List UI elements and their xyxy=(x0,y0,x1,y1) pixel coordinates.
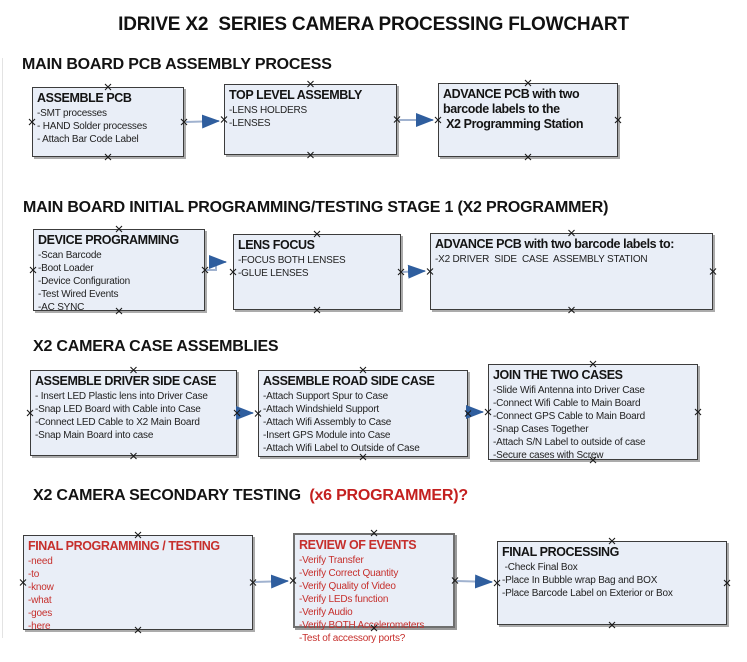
box-lines: -need -to -know -what -goes -here xyxy=(28,555,248,633)
box-line: -Verify Transfer xyxy=(299,555,364,566)
box-line: -to xyxy=(28,569,40,580)
section-heading-pcb-assembly: MAIN BOARD PCB ASSEMBLY PROCESS xyxy=(22,56,332,73)
box-title: JOIN THE TWO CASES xyxy=(493,368,623,382)
box-line: - Insert LED Plastic lens into Driver Ca… xyxy=(35,391,208,402)
page-title: IDRIVE X2 SERIES CAMERA PROCESSING FLOWC… xyxy=(118,14,629,35)
box-line: -Attach Windshield Support xyxy=(263,404,379,415)
flow-box-device-programming: DEVICE PROGRAMMING -Scan Barcode -Boot Lo… xyxy=(33,229,205,314)
section-heading-initial-programming: MAIN BOARD INITIAL PROGRAMMING/TESTING S… xyxy=(23,199,609,216)
box-title: ASSEMBLE DRIVER SIDE CASE xyxy=(35,374,217,388)
box-line: -need xyxy=(28,556,53,567)
box-line: -Place In Bubble wrap Bag and BOX xyxy=(502,575,658,586)
box-line: -Slide Wifi Antenna into Driver Case xyxy=(493,385,645,396)
box-line: -Attach Wifi Label to Outside of Case xyxy=(263,443,420,454)
flow-box-assemble-pcb: ASSEMBLE PCB -SMT processes - HAND Solder… xyxy=(32,87,184,157)
flow-arrow xyxy=(254,574,289,589)
box-line: - Attach Bar Code Label xyxy=(37,134,139,145)
box-title: DEVICE PROGRAMMING xyxy=(38,233,179,247)
box-line: -know xyxy=(28,582,54,593)
box-line: -goes xyxy=(28,608,53,619)
box-line: -Verify Quality of Video xyxy=(299,581,396,592)
box-lines: -Check Final Box -Place In Bubble wrap Ba… xyxy=(502,561,722,600)
box-line: - HAND Solder processes xyxy=(37,121,147,132)
box-title: FINAL PROCESSING xyxy=(502,545,619,559)
box-line: -LENSES xyxy=(229,118,271,129)
box-title: ADVANCE PCB with two barcode labels to: xyxy=(435,237,675,251)
heading-black-part: X2 CAMERA SECONDARY TESTING xyxy=(33,487,301,504)
flow-box-lens-focus: LENS FOCUS -FOCUS BOTH LENSES -GLUE LENSE… xyxy=(233,234,401,310)
flow-arrow xyxy=(456,574,493,589)
box-title: ASSEMBLE ROAD SIDE CASE xyxy=(263,374,435,388)
box-lines: -Scan Barcode -Boot Loader -Device Configu… xyxy=(38,249,200,314)
box-line: -Boot Loader xyxy=(38,263,94,274)
heading-red-part: (x6 PROGRAMMER)? xyxy=(300,487,468,504)
box-lines: - Insert LED Plastic lens into Driver Ca… xyxy=(35,390,232,442)
box-line: -Snap Main Board into case xyxy=(35,430,154,441)
box-line: -here xyxy=(28,621,51,632)
box-lines: -FOCUS BOTH LENSES -GLUE LENSES xyxy=(238,254,396,280)
box-line: -GLUE LENSES xyxy=(238,268,309,279)
box-line: -Attach S/N Label to outside of case xyxy=(493,437,646,448)
box-line: -AC SYNC xyxy=(38,302,85,313)
box-lines: -X2 DRIVER SIDE CASE ASSEMBLY STATION xyxy=(435,253,708,266)
box-line: -Connect LED Cable to X2 Main Board xyxy=(35,417,200,428)
box-lines: -Verify Transfer -Verify Correct Quantity… xyxy=(299,554,449,645)
flow-arrow xyxy=(401,264,426,279)
box-line: -Device Configuration xyxy=(38,276,130,287)
flow-box-top-level-assembly: TOP LEVEL ASSEMBLY -LENS HOLDERS -LENSES xyxy=(224,84,397,155)
flow-box-assemble-road-side-case: ASSEMBLE ROAD SIDE CASE -Attach Support … xyxy=(258,370,468,457)
box-line: -Test Wired Events xyxy=(38,289,119,300)
flow-box-assemble-driver-side-case: ASSEMBLE DRIVER SIDE CASE - Insert LED P… xyxy=(30,370,237,456)
flow-arrow xyxy=(206,255,227,271)
section-heading-case-assemblies: X2 CAMERA CASE ASSEMBLIES xyxy=(33,338,279,355)
box-line: -X2 DRIVER SIDE CASE ASSEMBLY STATION xyxy=(435,254,648,265)
box-line: -what xyxy=(28,595,52,606)
page-edge-line xyxy=(2,58,3,638)
section-heading-secondary-testing: X2 CAMERA SECONDARY TESTING (x6 PROGRAMM… xyxy=(33,487,468,505)
box-line: -Verify LEDs function xyxy=(299,594,389,605)
box-lines: -Slide Wifi Antenna into Driver Case -Con… xyxy=(493,384,693,462)
box-title: ASSEMBLE PCB xyxy=(37,91,132,105)
box-line: -LENS HOLDERS xyxy=(229,105,307,116)
box-line: -Test of accessory ports? xyxy=(299,633,406,644)
flow-box-join-the-two-cases: JOIN THE TWO CASES -Slide Wifi Antenna i… xyxy=(488,364,698,462)
box-title: LENS FOCUS xyxy=(238,238,315,252)
flow-box-advance-pcb-driver-side-station: ADVANCE PCB with two barcode labels to: … xyxy=(430,233,713,310)
box-line: -Verify Correct Quantity xyxy=(299,568,399,579)
box-line: -Secure cases with Screw xyxy=(493,450,604,461)
box-lines: -LENS HOLDERS -LENSES xyxy=(229,104,392,130)
box-title: FINAL PROGRAMMING / TESTING xyxy=(28,539,220,553)
flow-box-final-processing: FINAL PROCESSING -Check Final Box -Place … xyxy=(497,541,727,625)
box-line: -Snap Cases Together xyxy=(493,424,589,435)
box-line: -Attach Support Spur to Case xyxy=(263,391,389,402)
flow-box-review-of-events: REVIEW OF EVENTS -Verify Transfer-Verify… xyxy=(293,533,455,644)
box-line: -Verify BOTH Accelerometers xyxy=(299,620,425,631)
box-lines: -SMT processes - HAND Solder processes - A… xyxy=(37,107,179,146)
box-title: TOP LEVEL ASSEMBLY xyxy=(229,88,362,102)
box-line: -Check Final Box xyxy=(502,562,578,573)
box-line: -Connect Wifi Cable to Main Board xyxy=(493,398,641,409)
box-line: -Connect GPS Cable to Main Board xyxy=(493,411,646,422)
box-line: -Place Barcode Label on Exterior or Box xyxy=(502,588,673,599)
box-line: -SMT processes xyxy=(37,108,107,119)
box-title: REVIEW OF EVENTS xyxy=(299,538,417,552)
flow-arrow xyxy=(185,114,220,129)
box-line: -Insert GPS Module into Case xyxy=(263,430,391,441)
box-lines: -Attach Support Spur to Case -Attach Wind… xyxy=(263,390,463,455)
box-line: -Snap LED Board with Cable into Case xyxy=(35,404,201,415)
box-line: -Scan Barcode xyxy=(38,250,102,261)
box-line: -Attach Wifi Assembly to Case xyxy=(263,417,392,428)
flow-box-advance-pcb-programming-station: ADVANCE PCB with two barcode labels to t… xyxy=(438,83,618,157)
box-line: -FOCUS BOTH LENSES xyxy=(238,255,346,266)
box-title: ADVANCE PCB with two barcode labels to t… xyxy=(443,87,584,131)
box-line: -Verify Audio xyxy=(299,607,353,618)
flow-box-final-programming-testing: FINAL PROGRAMMING / TESTING -need -to -kno… xyxy=(23,535,253,633)
